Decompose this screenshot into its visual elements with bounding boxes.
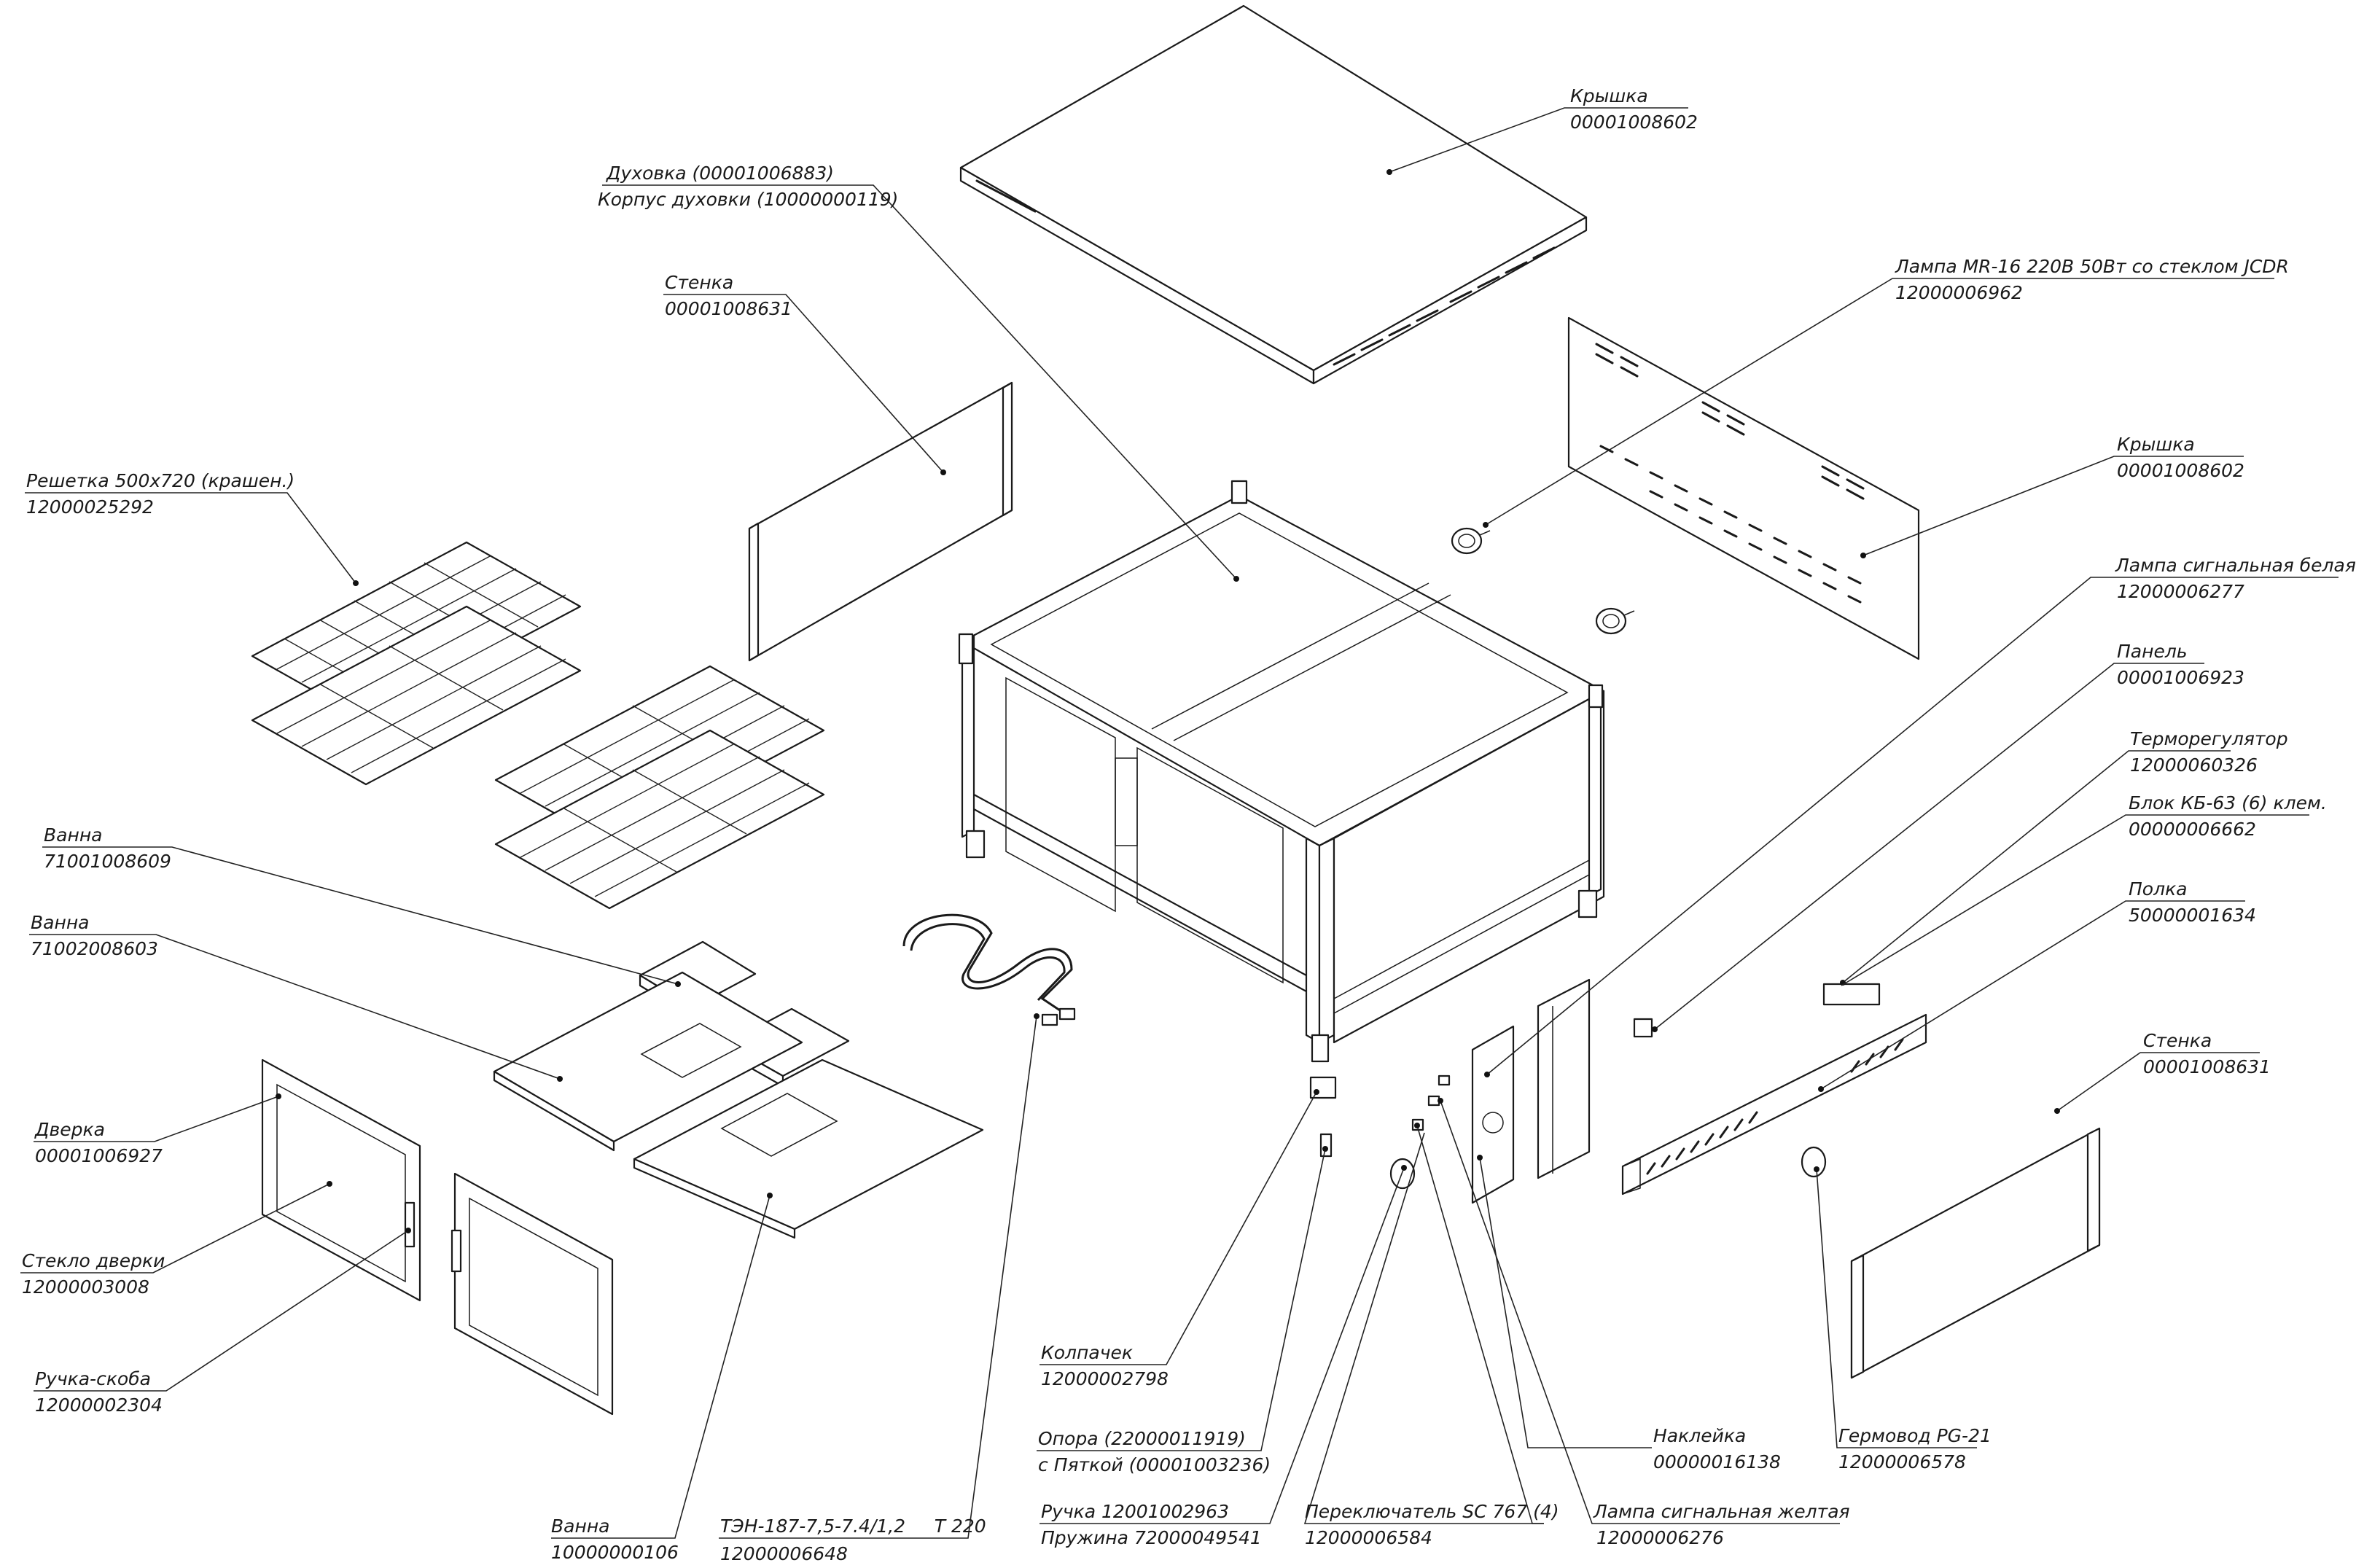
lamp-mr16-parts <box>1451 527 1635 635</box>
callout-kryshka-top-line2: 00001008602 <box>1570 112 1698 133</box>
callout-kryshka-top-line1: Крышка <box>1570 85 1648 106</box>
callout-lampa-mr16-line2: 12000006962 <box>1895 282 2023 303</box>
callout-kryshka-back-line2: 00001008602 <box>2117 460 2244 481</box>
callout-polka-line1: Полка <box>2129 878 2188 900</box>
parts-drawing <box>251 4 2101 1416</box>
callout-panel-line1: Панель <box>2117 641 2188 662</box>
callout-dukhovka-line1: Духовка (00001006883) <box>606 163 834 184</box>
callout-stenka-left-line1: Стенка <box>665 272 733 293</box>
callout-steklo-dverki-line2: 12000003008 <box>22 1276 149 1298</box>
callout-naklejka-line2: 00000016138 <box>1653 1451 1781 1473</box>
callout-blok-kb63-line1: Блок КБ-63 (6) клем. <box>2129 792 2327 814</box>
right-wall-part <box>1801 1127 2101 1379</box>
callout-lampa-mr16-line1: Лампа MR-16 220В 50Вт со стеклом JCDR <box>1895 256 2289 277</box>
callout-opora-line1: Опора (22000011919) <box>1038 1428 1246 1449</box>
oven-body-part <box>958 480 1605 1063</box>
callout-vanna-3-line2: 10000000106 <box>551 1542 679 1563</box>
callout-vanna-3-line1: Ванна <box>551 1516 609 1537</box>
callout-ruchka-skoba-line1: Ручка-скоба <box>35 1368 151 1389</box>
callout-ten-line2: 12000006648 <box>720 1543 848 1564</box>
callout-germovvod-line2: 12000006578 <box>1838 1451 1966 1473</box>
callout-kolpachek-line1: Колпачек <box>1041 1342 1133 1363</box>
rear-panel-part <box>1567 316 1920 660</box>
callout-ruchka-pruzhina-line1: Ручка 12001002963 <box>1041 1501 1229 1522</box>
heating-element-part <box>902 913 1076 1026</box>
callout-termoregulyator-line1: Терморегулятор <box>2130 728 2288 749</box>
callout-reshetka-line2: 12000025292 <box>26 496 154 518</box>
small-parts <box>1309 978 1881 1204</box>
callout-lampa-zheltaya-line1: Лампа сигнальная желтая <box>1593 1501 1850 1522</box>
callout-ruchka-skoba-line2: 12000002304 <box>35 1395 163 1416</box>
callout-steklo-dverki-line1: Стекло дверки <box>22 1250 165 1271</box>
callout-labels: Крышка 00001008602 Духовка (00001006883)… <box>22 85 2356 1564</box>
callout-stenka-right-line2: 00001008631 <box>2143 1056 2271 1077</box>
callout-vanna-2-line2: 71002008603 <box>31 938 158 959</box>
top-lid-part <box>959 4 1588 385</box>
leader-lines <box>20 107 2339 1539</box>
callout-naklejka-line1: Наклейка <box>1653 1425 1746 1446</box>
callout-stenka-right-line1: Стенка <box>2143 1030 2212 1051</box>
callout-termoregulyator-line2: 12000060326 <box>2130 754 2258 776</box>
callout-reshetka-line1: Решетка 500x720 (крашен.) <box>26 470 294 491</box>
callout-stenka-left-line2: 00001008631 <box>665 298 792 319</box>
callout-polka-line2: 50000001634 <box>2129 905 2256 926</box>
callout-lampa-belaya-line2: 12000006277 <box>2117 581 2244 602</box>
callout-vanna-1-line2: 71001008609 <box>44 851 171 872</box>
callout-pereklyuchatel-line1: Переключатель SC 767 (4) <box>1305 1501 1559 1522</box>
grill-parts <box>251 541 825 910</box>
callout-kryshka-back-line1: Крышка <box>2117 434 2195 455</box>
callout-germovvod-line1: Гермовод PG-21 <box>1838 1425 1992 1446</box>
callout-pereklyuchatel-line2: 12000006584 <box>1305 1527 1432 1548</box>
callout-panel-line2: 00001006923 <box>2117 667 2244 688</box>
callout-dukhovka-line2: Корпус духовки (10000000119) <box>598 189 898 210</box>
callout-opora-line2: с Пяткой (00001003236) <box>1038 1454 1271 1475</box>
door-parts <box>261 1058 614 1416</box>
shelf-part <box>1621 1013 1927 1195</box>
tray-parts <box>493 940 984 1239</box>
callout-blok-kb63-line2: 00000006662 <box>2129 819 2256 840</box>
callout-lampa-zheltaya-line2: 12000006276 <box>1596 1527 1724 1548</box>
callout-ruchka-pruzhina-line2: Пружина 72000049541 <box>1041 1527 1262 1548</box>
callout-kolpachek-line2: 12000002798 <box>1041 1368 1169 1389</box>
callout-ten-line1: ТЭН-187-7,5-7.4/1,2 Т 220 <box>720 1516 986 1537</box>
callout-lampa-belaya-line1: Лампа сигнальная белая <box>2115 555 2356 576</box>
callout-vanna-1-line1: Ванна <box>44 824 102 846</box>
left-wall-part <box>748 381 1013 662</box>
callout-dverka-line1: Дверка <box>34 1119 105 1140</box>
callout-vanna-2-line1: Ванна <box>31 912 89 933</box>
callout-dverka-line2: 00001006927 <box>35 1145 163 1166</box>
